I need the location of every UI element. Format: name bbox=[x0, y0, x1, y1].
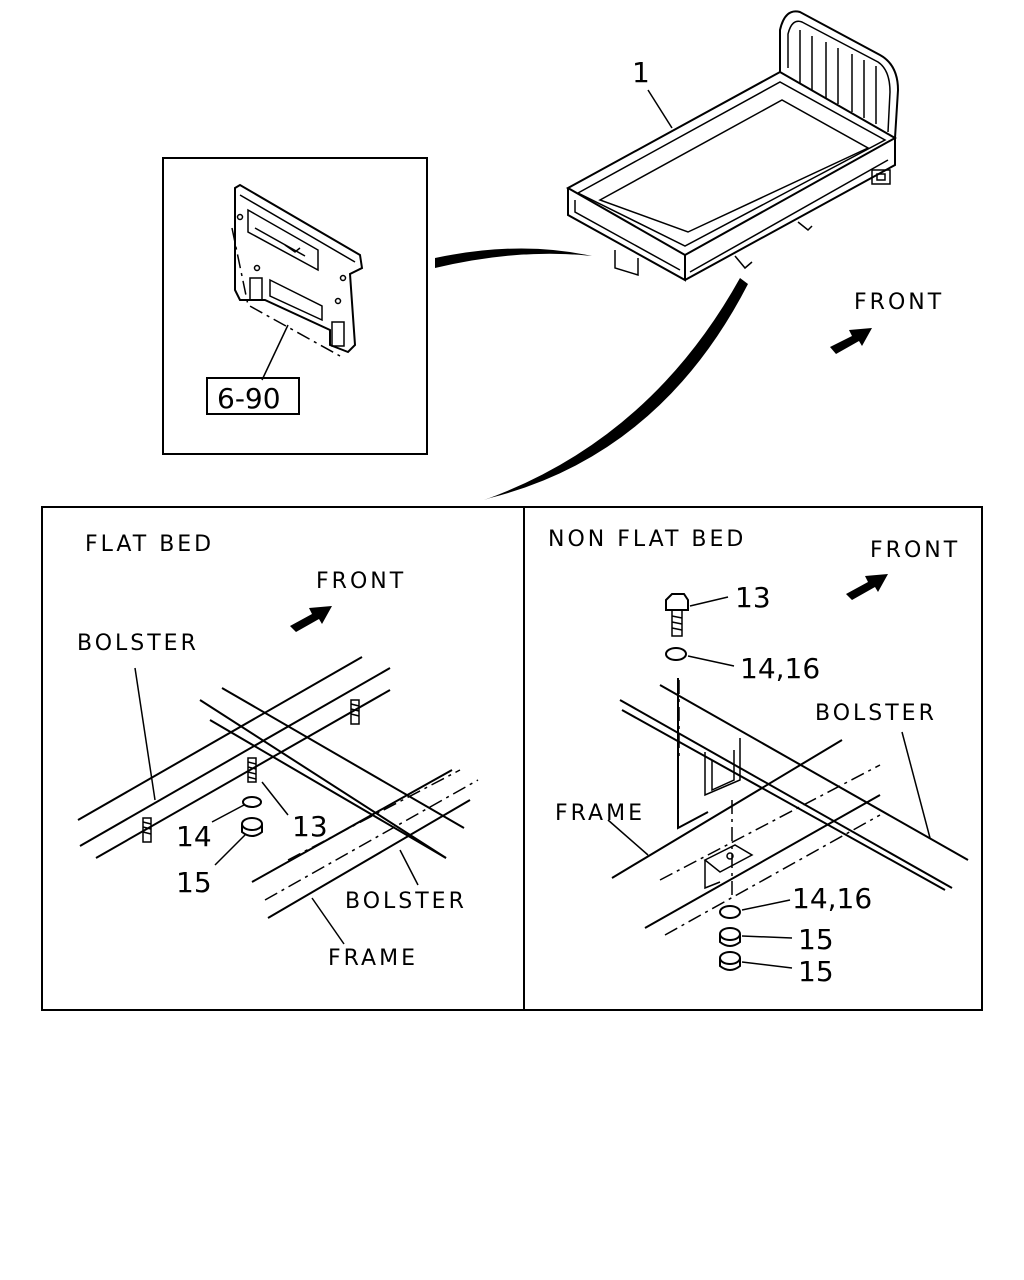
top-front-label: FRONT bbox=[854, 290, 944, 315]
flat-bed-num-15: 15 bbox=[176, 866, 212, 899]
flat-bed-bolster-lower-label: BOLSTER bbox=[345, 889, 467, 914]
non-flat-bed-nut-b-icon bbox=[719, 951, 741, 971]
top-front-arrow-icon bbox=[830, 328, 872, 354]
flat-bed-title: FLAT BED bbox=[85, 532, 214, 557]
truck-bed-illustration bbox=[565, 10, 900, 282]
non-flat-bed-num-13: 13 bbox=[735, 581, 771, 614]
non-flat-bed-title: NON FLAT BED bbox=[548, 527, 746, 552]
callout-1: 1 bbox=[632, 56, 650, 89]
ref-6-90-label: 6-90 bbox=[217, 382, 281, 415]
non-flat-bed-frame-label: FRAME bbox=[555, 801, 645, 826]
non-flat-bed-washer-bottom-icon bbox=[719, 905, 741, 919]
flat-bed-panel bbox=[41, 506, 525, 1011]
non-flat-bed-num-14-16-top: 14,16 bbox=[740, 652, 820, 685]
flat-bed-washer-icon bbox=[242, 796, 262, 808]
non-flat-bed-bolt-icon bbox=[665, 593, 689, 637]
flat-bed-num-13: 13 bbox=[292, 810, 328, 843]
non-flat-bed-num-15-a: 15 bbox=[798, 923, 834, 956]
flat-bed-frame-label: FRAME bbox=[328, 946, 418, 971]
connector-curves bbox=[435, 248, 748, 500]
flat-bed-bolster-label: BOLSTER bbox=[77, 631, 199, 656]
non-flat-bed-num-14-16-bottom: 14,16 bbox=[792, 882, 872, 915]
flat-bed-nut-icon bbox=[241, 817, 263, 837]
non-flat-bed-panel bbox=[523, 506, 983, 1011]
non-flat-bed-bolster-label: BOLSTER bbox=[815, 701, 937, 726]
flat-bed-front-label: FRONT bbox=[316, 569, 406, 594]
non-flat-bed-nut-a-icon bbox=[719, 927, 741, 947]
flat-bed-bolt-icon bbox=[142, 699, 360, 843]
flat-bed-num-14: 14 bbox=[176, 820, 212, 853]
bracket-reference-box bbox=[162, 157, 428, 455]
non-flat-bed-front-arrow-icon bbox=[846, 574, 888, 600]
non-flat-bed-front-label: FRONT bbox=[870, 538, 960, 563]
non-flat-bed-washer-top-icon bbox=[665, 647, 687, 661]
non-flat-bed-num-15-b: 15 bbox=[798, 955, 834, 988]
flat-bed-front-arrow-icon bbox=[290, 606, 332, 632]
